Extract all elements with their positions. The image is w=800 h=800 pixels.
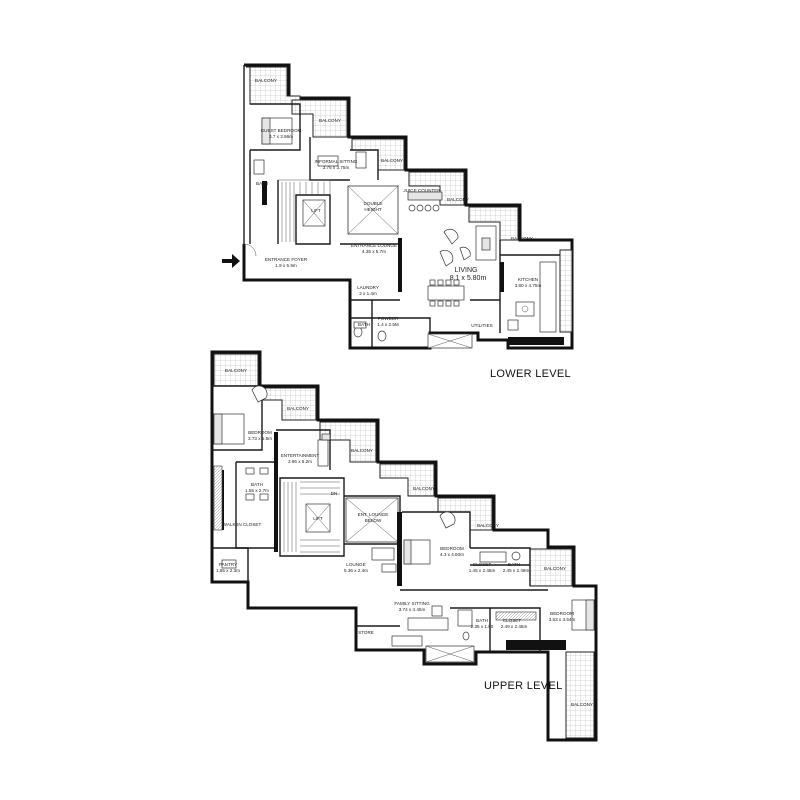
lower-label-guest-bedroom: GUEST BEDROOM — [261, 128, 302, 133]
upper-level-title: UPPER LEVEL — [484, 680, 563, 692]
lower-balcony-2 — [291, 99, 348, 138]
lower-label-powder: POWDER — [378, 316, 399, 321]
lower-label-balcony-5: BALCONY — [511, 236, 533, 241]
upper-label-balcony-2: BALCONY — [287, 406, 309, 411]
lower-label-balcony-3: BALCONY — [381, 158, 403, 163]
lower-balcony-kitchen-side — [559, 249, 573, 333]
lower-label-lift: LIFT — [311, 208, 321, 213]
lower-label-height: HEIGHT — [364, 207, 382, 212]
upper-label-bath-master-size: 1.55 x 2.7m — [245, 488, 269, 493]
upper-label-bath-2-size: 2.45 x 2.49m — [503, 568, 530, 573]
upper-label-balcony-3: BALCONY — [351, 448, 373, 453]
upper-label-family-sitting: FAMILY SITTING — [394, 601, 430, 606]
upper-label-bath-3-size: 2.35 x 1.80 — [471, 624, 494, 629]
lower-balcony-1 — [246, 66, 301, 105]
upper-label-lounge-size: 5.36 x 2.4m — [344, 568, 368, 573]
juice-counter — [407, 191, 443, 201]
upper-label-family-sitting-size: 3.74 x 4.45m — [399, 607, 426, 612]
dining-table — [427, 285, 465, 301]
upper-label-closet-2-size: 2.49 x 2.45m — [501, 624, 528, 629]
lower-level-plan: BALCONY BALCONY BALCONY BALCONY BALCONY … — [222, 63, 574, 380]
lower-label-entrance-lounge-size: 4.35 x 5.7m — [362, 249, 386, 254]
upper-label-bath-master: BATH — [251, 482, 263, 487]
lower-label-balcony-2: BALCONY — [319, 118, 341, 123]
upper-label-balcony-5: BALCONY — [477, 523, 499, 528]
lower-label-informal-sitting-size: 3.75 x 3.75m — [323, 165, 350, 170]
lower-label-entrance-foyer-size: 1.9 x 5.9m — [275, 263, 297, 268]
upper-label-walk-in-closet: WALK-IN CLOSET — [223, 522, 262, 527]
lower-stairs — [278, 179, 331, 242]
lower-label-living: LIVING — [455, 267, 478, 274]
lower-label-balcony-1: BALCONY — [255, 78, 277, 83]
upper-label-dn: DN — [331, 491, 338, 496]
lower-label-laundry-size: 2 x 1.4m — [359, 291, 377, 296]
upper-label-bedroom-master: BEDROOM — [248, 430, 272, 435]
lower-label-kitchen-size: 3.80 x 4.75m — [515, 283, 542, 288]
entrance-arrow-icon — [222, 254, 240, 268]
walk-in-closet-shelves — [213, 465, 223, 531]
upper-label-bedroom-3-size: 3.53 x 3.54m — [549, 617, 576, 622]
upper-label-bath-3: BATH — [476, 618, 488, 623]
upper-label-bedroom-2-size: 4.1 x 4.60m — [440, 552, 464, 557]
lower-level-title: LOWER LEVEL — [490, 368, 571, 380]
upper-label-entertainment-size: 3.86 x 5.2m — [288, 459, 312, 464]
upper-label-ent-lounge-below: BELOW — [365, 518, 382, 523]
lower-label-entrance-lounge: ENTRANCE LOUNGE — [351, 243, 397, 248]
lower-label-maid-bath: BATH — [358, 322, 370, 327]
lower-label-juice-counter: JUICE COUNTER — [403, 188, 441, 193]
upper-label-balcony-6: BALCONY — [544, 566, 566, 571]
lower-label-laundry: LAUNDRY — [357, 285, 379, 290]
upper-label-bedroom-2: BEDROOM — [440, 546, 464, 551]
double-height-void — [347, 185, 399, 235]
upper-label-balcony-7: BALCONY — [571, 702, 593, 707]
upper-label-pantry: PANTRY — [219, 562, 237, 567]
upper-stairs — [283, 481, 340, 553]
lower-label-bath: BATH — [256, 181, 268, 186]
lower-label-guest-bedroom-size: 3.7 x 3.96m — [269, 134, 293, 139]
lower-label-kitchen: KITCHEN — [518, 277, 538, 282]
family-sitting-sofa — [407, 617, 449, 631]
upper-label-entertainment: ENTERTAINMENT — [281, 453, 320, 458]
kitchen-counter — [539, 261, 557, 333]
lower-balcony-4 — [408, 171, 465, 206]
upper-label-closet-2: CLOSET — [503, 618, 522, 623]
upper-balcony-2 — [261, 387, 317, 421]
upper-label-bath-2: BATH — [508, 562, 520, 567]
upper-label-bedroom-master-size: 3.73 x 5.5m — [248, 436, 272, 441]
upper-balcony-4 — [379, 463, 435, 497]
upper-label-pantry-size: 1.65 x 2.3m — [216, 568, 240, 573]
upper-label-balcony-1: BALCONY — [225, 368, 247, 373]
lower-label-living-size: 8.1 x 5.80m — [450, 275, 487, 282]
upper-label-lift: LIFT — [313, 516, 323, 521]
upper-balcony-3 — [319, 421, 377, 463]
upper-level-plan: BALCONY BALCONY BALCONY BALCONY BALCONY … — [210, 350, 598, 742]
upper-label-lounge: LOUNGE — [346, 562, 365, 567]
lower-label-powder-size: 1.4 x 2.5M — [377, 322, 399, 327]
upper-label-bedroom-3: BEDROOM — [550, 611, 574, 616]
upper-label-ent-lounge: ENT. LOUNGE — [358, 512, 389, 517]
lower-label-balcony-4: BALCONY — [447, 197, 469, 202]
upper-label-store: STORE — [358, 630, 374, 635]
kitchen-island — [515, 301, 535, 317]
lower-label-double: DOUBLE — [364, 201, 383, 206]
lower-label-informal-sitting: INFORMAL SITTING — [315, 159, 358, 164]
upper-label-closet-1-size: 1.45 x 2.45m — [469, 568, 496, 573]
lower-label-utilities: UTILITIES — [471, 323, 492, 328]
lower-label-entrance-foyer: ENTRANCE FOYER — [265, 257, 308, 262]
upper-balcony-7 — [565, 651, 595, 739]
upper-label-closet-1: CLOSET — [473, 562, 492, 567]
upper-label-balcony-4: BALCONY — [413, 486, 435, 491]
